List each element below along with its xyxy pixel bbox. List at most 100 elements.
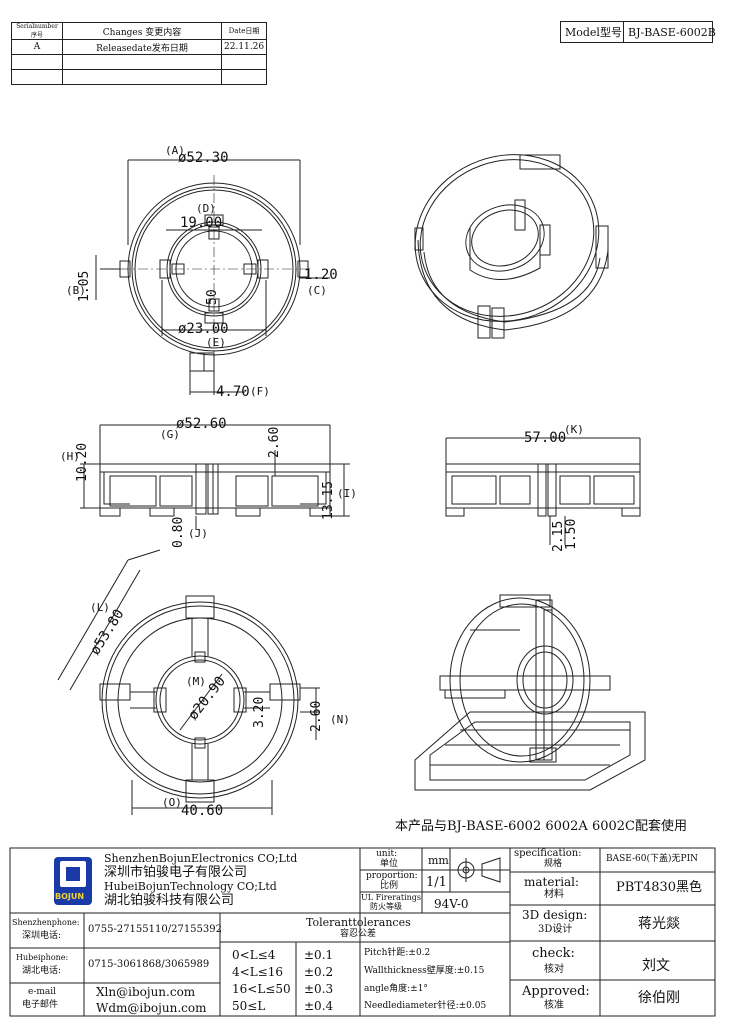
dim-a-label: (A) <box>165 144 185 157</box>
dim-k-value: 57.00 <box>524 430 567 446</box>
material-label-en: material: <box>524 875 580 889</box>
dim-g-label: (G) <box>160 428 180 441</box>
sz-phone-label-en: Shenzhenphone: <box>12 918 80 927</box>
check-label-en: check: <box>532 946 575 961</box>
check-label-cn: 核对 <box>544 964 564 975</box>
fire-label-cn: 防火等级 <box>370 902 402 911</box>
bojun-logo: BOJUN <box>54 857 92 905</box>
hb-phone-label-cn: 湖北电话: <box>22 966 62 976</box>
title-block-lines <box>9 847 716 1017</box>
tol-value: ±0.3 <box>304 982 334 996</box>
proportion-label-cn: 比例 <box>380 881 399 891</box>
dim-e-value: ø23.00 <box>178 321 229 337</box>
email-label-cn: 电子邮件 <box>22 1000 59 1010</box>
design-label-en: 3D design: <box>522 908 588 922</box>
spec-value: BASE-60(下盖)无PIN <box>606 854 699 864</box>
tol-range: 4<L≤16 <box>232 965 283 979</box>
email-2: Wdm@ibojun.com <box>96 1001 207 1015</box>
dim-c-label: (C) <box>307 284 327 297</box>
proportion-label-en: proportion: <box>366 871 418 881</box>
dim-h-label: (H) <box>60 450 80 463</box>
dim-rib-value: 2.60 <box>267 426 282 458</box>
tol-range: 16<L≤50 <box>232 982 291 996</box>
approved-value: 徐伯刚 <box>638 990 680 1006</box>
dim-f-label: (F) <box>250 385 270 398</box>
dim-d-value: 19.00 <box>180 215 223 231</box>
tol-value: ±0.2 <box>304 965 334 979</box>
fire-label-en: UL Fireratings <box>361 893 422 902</box>
tolerance-title-en: Toleranttolerances <box>306 916 411 929</box>
dim-d-label: (D) <box>196 202 216 215</box>
tol-range: 0<L≤4 <box>232 948 276 962</box>
dim-m-label: (M) <box>186 675 206 688</box>
company-cn-1: 深圳市铂骏电子有限公司 <box>104 865 248 880</box>
spec-label-en: specification: <box>514 848 582 859</box>
dim-a-value: ø52.30 <box>178 150 229 166</box>
unit-value: mm <box>428 854 449 867</box>
fire-value: 94V-0 <box>434 897 469 911</box>
bottom-view <box>57 549 320 815</box>
company-cn-2: 湖北铂骏科技有限公司 <box>104 893 235 908</box>
angle-tolerance: angle角度:±1° <box>364 984 428 994</box>
sz-phone-value: 0755-27155110/27155392 <box>88 924 222 935</box>
material-value: PBT4830黑色 <box>616 880 703 895</box>
iso-view-top <box>414 154 609 339</box>
dim-f-value: 4.70 <box>216 384 250 400</box>
company-en-1: ShenzhenBojunElectronics CO;Ltd <box>104 852 298 865</box>
check-value: 刘文 <box>642 958 670 974</box>
email-label-en: e-mail <box>28 987 57 997</box>
hb-phone-value: 0715-3061868/3065989 <box>88 959 210 970</box>
design-value: 蒋光燚 <box>638 916 680 932</box>
dim-b-label: (B) <box>66 284 86 297</box>
spec-label-cn: 规格 <box>544 859 563 869</box>
dim-i-value: 13.15 <box>321 480 336 520</box>
model-box: Model型号 BJ-BASE-6002B <box>560 21 716 43</box>
dim-h-value: 10.20 <box>75 442 90 482</box>
unit-label-cn: 单位 <box>380 859 399 869</box>
design-label-cn: 3D设计 <box>538 924 573 935</box>
dim-n-value: 2.60 <box>309 700 324 732</box>
proportion-value: 1/1 <box>426 875 447 890</box>
wall-tolerance: Wallthickness壁厚度:±0.15 <box>364 966 485 976</box>
dim-c-value: 1.20 <box>304 267 338 283</box>
dim-l-label: (L) <box>90 601 110 614</box>
revision-table: Serialnumber序号 Changes 变更内容 Date日期 A Rel… <box>11 22 268 85</box>
tol-range: 50≤L <box>232 999 266 1013</box>
dim-j-value: 0.80 <box>171 516 186 548</box>
dim-i-label: (I) <box>337 487 357 500</box>
sz-phone-label-cn: 深圳电话: <box>22 931 62 941</box>
model-label: Model型号 <box>565 26 622 39</box>
rev-cell <box>220 69 268 85</box>
needle-tolerance: Needlediameter针径:±0.05 <box>364 1001 487 1011</box>
approved-label-en: Approved: <box>522 984 590 999</box>
dim-n-label: (N) <box>330 713 350 726</box>
dim-g-value: ø52.60 <box>176 416 227 432</box>
pitch-tolerance: Pitch针距:±0.2 <box>364 948 431 958</box>
hb-phone-label-en: Hubeiphone: <box>16 953 69 962</box>
side-view-right <box>445 437 641 545</box>
company-en-2: HubeiBojunTechnology CO;Ltd <box>104 880 277 893</box>
material-label-cn: 材料 <box>544 889 564 900</box>
tolerance-title-cn: 容忍公差 <box>340 929 377 939</box>
dim-j-label: (J) <box>188 527 208 540</box>
tol-value: ±0.4 <box>304 999 334 1013</box>
dim-e-label: (E) <box>206 336 226 349</box>
usage-note: 本产品与BJ-BASE-6002 6002A 6002C配套使用 <box>395 819 687 834</box>
iso-view-bottom <box>414 594 646 791</box>
dim-v2-value: 1.50 <box>564 518 579 550</box>
side-view-left <box>80 424 350 530</box>
logo-text: BOJUN <box>55 892 85 901</box>
dim-k-label: (K) <box>564 423 584 436</box>
dim-o-value: 40.60 <box>181 803 224 819</box>
email-1: Xln@ibojun.com <box>96 985 196 999</box>
unit-label-en: unit: <box>376 849 398 859</box>
model-value: BJ-BASE-6002B <box>628 26 716 39</box>
dim-b-value: 1.05 <box>77 270 92 302</box>
dim-o-label: (O) <box>162 796 182 809</box>
dim-center-value: 50 <box>205 289 220 305</box>
approved-label-cn: 核准 <box>544 1000 564 1011</box>
dim-v-value: 3.20 <box>252 696 267 728</box>
top-view <box>95 159 330 395</box>
tol-value: ±0.1 <box>304 948 334 962</box>
